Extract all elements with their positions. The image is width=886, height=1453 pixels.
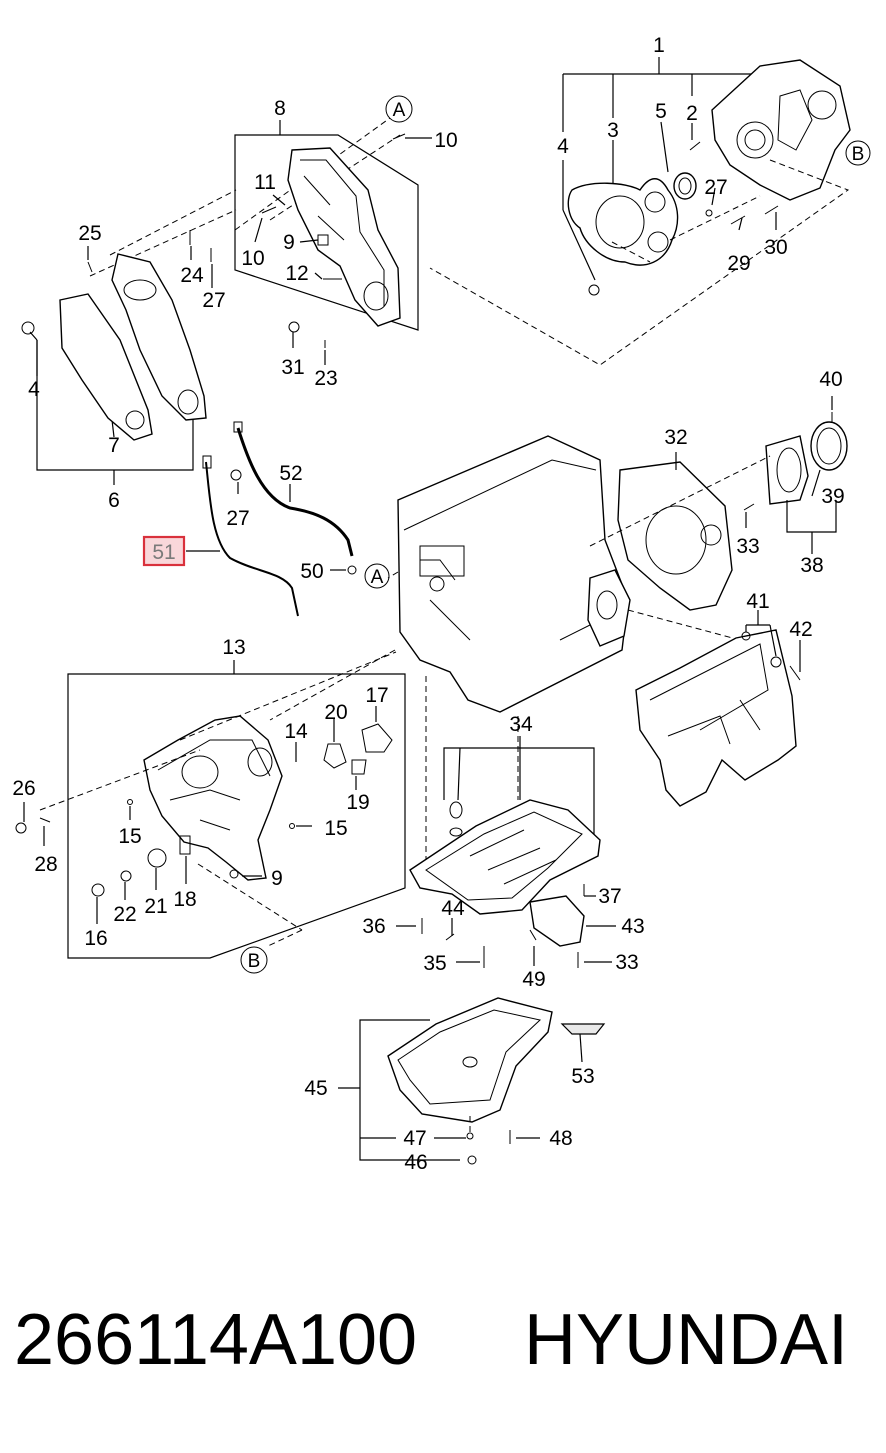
- callout-label: 15: [324, 817, 347, 840]
- callout-label: 24: [180, 264, 204, 287]
- lower-oil-pan-group: [338, 997, 606, 1165]
- callout-label: 52: [279, 462, 302, 485]
- callout-label: 27: [202, 289, 225, 312]
- dipstick-group: [186, 421, 390, 617]
- parts-diagram: 1 2 3 4 5 27 29 30 B 8 A 10 11 9 10 12 3…: [12, 34, 871, 1174]
- callout-label: 29: [727, 252, 750, 275]
- callout-label: 36: [362, 915, 385, 938]
- callout-label: 25: [78, 222, 101, 245]
- engine-block: [269, 435, 741, 860]
- callout-label: 23: [314, 367, 337, 390]
- callout-label: 41: [746, 590, 769, 613]
- callout-label: 4: [28, 378, 40, 401]
- callout-label: 28: [34, 853, 57, 876]
- front-case-group: [429, 57, 871, 366]
- ladder-frame-group: [635, 610, 801, 807]
- callout-label: A: [371, 567, 384, 588]
- strainer-53-shape: [560, 1023, 606, 1035]
- callout-label: 32: [664, 426, 687, 449]
- callout-label: 30: [764, 236, 787, 259]
- callout-label: 10: [241, 247, 264, 270]
- callout-label: 7: [108, 434, 120, 457]
- callout-label: 43: [621, 915, 644, 938]
- callout-label: A: [393, 100, 406, 121]
- seal-39-shape: [810, 421, 848, 471]
- callout-label: 31: [281, 356, 304, 379]
- brand-name: HYUNDAI: [524, 1300, 849, 1380]
- callout-label: 2: [686, 102, 698, 125]
- callout-label: B: [852, 144, 865, 165]
- callout-51-highlight: [142, 535, 186, 567]
- callout-label: 50: [300, 560, 323, 583]
- baffle-43-shape: [529, 895, 585, 947]
- callout-label: 38: [800, 554, 823, 577]
- callout-label: 33: [615, 951, 638, 974]
- callout-label: 12: [285, 262, 308, 285]
- callout-label: 16: [84, 927, 107, 950]
- callout-label: 26: [12, 777, 35, 800]
- callout-label: 14: [284, 720, 308, 743]
- oil-pan-45-shape: [387, 997, 553, 1123]
- callout-label: 45: [304, 1077, 327, 1100]
- callout-label: 5: [655, 100, 667, 123]
- callout-label: 4: [557, 135, 569, 158]
- callout-label: 1: [653, 34, 665, 57]
- cover-6-shape: [111, 253, 207, 421]
- guide-52-shape: [236, 427, 354, 557]
- oil-pan-upper-34-shape: [409, 799, 601, 915]
- callout-label: 48: [549, 1127, 572, 1150]
- timing-cover-8-shape: [287, 147, 401, 327]
- upper-oil-pan-group: [396, 736, 616, 968]
- callout-label: 46: [404, 1151, 427, 1174]
- gasket-3-shape: [567, 178, 679, 266]
- callout-51-label: 51: [152, 541, 175, 564]
- callout-label: 44: [441, 897, 465, 920]
- callout-label: B: [248, 951, 261, 972]
- callout-label: 17: [365, 684, 388, 707]
- plate-32-shape: [617, 461, 733, 611]
- callout-label: 13: [222, 636, 245, 659]
- callout-label: 10: [434, 129, 457, 152]
- callout-label: 22: [113, 903, 136, 926]
- callout-label: 42: [789, 618, 812, 641]
- callout-label: 21: [144, 895, 167, 918]
- callout-label: 9: [283, 231, 295, 254]
- part-number: 266114A100: [14, 1300, 418, 1380]
- callout-label: 27: [704, 176, 727, 199]
- callout-label: 49: [522, 968, 545, 991]
- callout-label: 47: [403, 1127, 426, 1150]
- callout-label: 53: [571, 1065, 594, 1088]
- callout-label: 37: [598, 885, 621, 908]
- callout-label: 18: [173, 888, 196, 911]
- callout-label: 8: [274, 97, 286, 120]
- oil-pump-case-13-shape: [143, 715, 283, 881]
- callout-label: 34: [509, 713, 533, 736]
- callout-label: 27: [226, 507, 249, 530]
- oil-pump-group: [15, 651, 406, 974]
- dipstick-51-shape: [205, 461, 299, 617]
- oil-seal-5-shape: [673, 172, 697, 200]
- callout-labels: 1 2 3 4 5 27 29 30 B 8 A 10 11 9 10 12 3…: [12, 34, 864, 1174]
- callout-label: 20: [324, 701, 347, 724]
- callout-label: 11: [254, 171, 276, 194]
- callout-label: 19: [346, 791, 369, 814]
- front-case-1-shape: [711, 59, 851, 201]
- plate-gasket-shape: [587, 569, 631, 647]
- callout-label: 3: [607, 119, 619, 142]
- timing-belt-cover-group: [21, 189, 237, 485]
- callout-label: 40: [819, 368, 842, 391]
- callout-label: 15: [118, 825, 141, 848]
- engine-block-shape: [397, 435, 629, 713]
- seal-38-shape: [765, 435, 809, 505]
- callout-label: 6: [108, 489, 120, 512]
- cover-7-shape: [59, 293, 153, 441]
- timing-cover-group: [234, 95, 432, 365]
- callout-label: 33: [736, 535, 759, 558]
- callout-label: 39: [821, 485, 844, 508]
- callout-label: 35: [423, 952, 446, 975]
- rear-plate-group: [587, 396, 848, 647]
- callout-label: 9: [271, 867, 283, 890]
